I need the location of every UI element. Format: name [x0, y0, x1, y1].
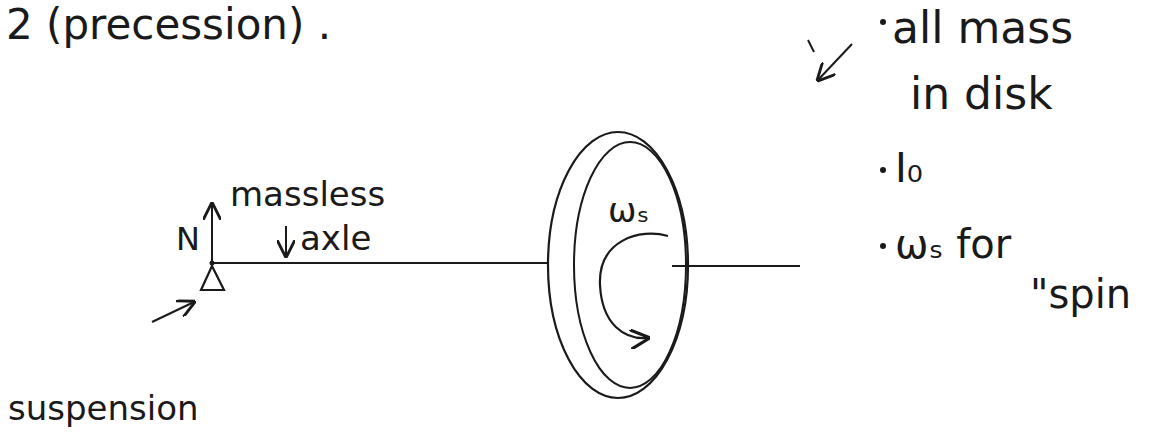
- force-arrow: [211, 204, 213, 262]
- spin-arrow: [600, 234, 668, 338]
- leader-arrow: [152, 302, 194, 322]
- force-label: N: [176, 222, 200, 257]
- leader-arrow: [818, 44, 852, 80]
- note: all mass: [892, 4, 1073, 52]
- tick-mark: [808, 40, 814, 52]
- leader-arrow: [285, 226, 287, 256]
- note: I₀: [895, 146, 923, 190]
- bullet-dot: [880, 243, 886, 249]
- disk-outline: [546, 130, 690, 400]
- note: in disk: [910, 70, 1053, 118]
- note: ωₛ for: [895, 222, 1011, 266]
- part-name: axle: [300, 220, 371, 257]
- bullet-dot: [880, 19, 886, 25]
- title: 2 (precession) .: [6, 2, 331, 48]
- bullet-dot: [880, 167, 886, 173]
- part-name: suspension: [8, 390, 199, 427]
- disk: ωₛ: [546, 130, 690, 400]
- pivot-dot: [210, 261, 215, 266]
- part-name: massless: [230, 176, 385, 213]
- spin-symbol: ωₛ: [608, 192, 690, 229]
- axle-line: [212, 262, 548, 264]
- disk-rim: [548, 132, 688, 398]
- suspension-symbol: [201, 266, 224, 290]
- axle-line: [672, 265, 800, 267]
- note: "spin: [1030, 272, 1131, 316]
- disk-face: [574, 142, 686, 388]
